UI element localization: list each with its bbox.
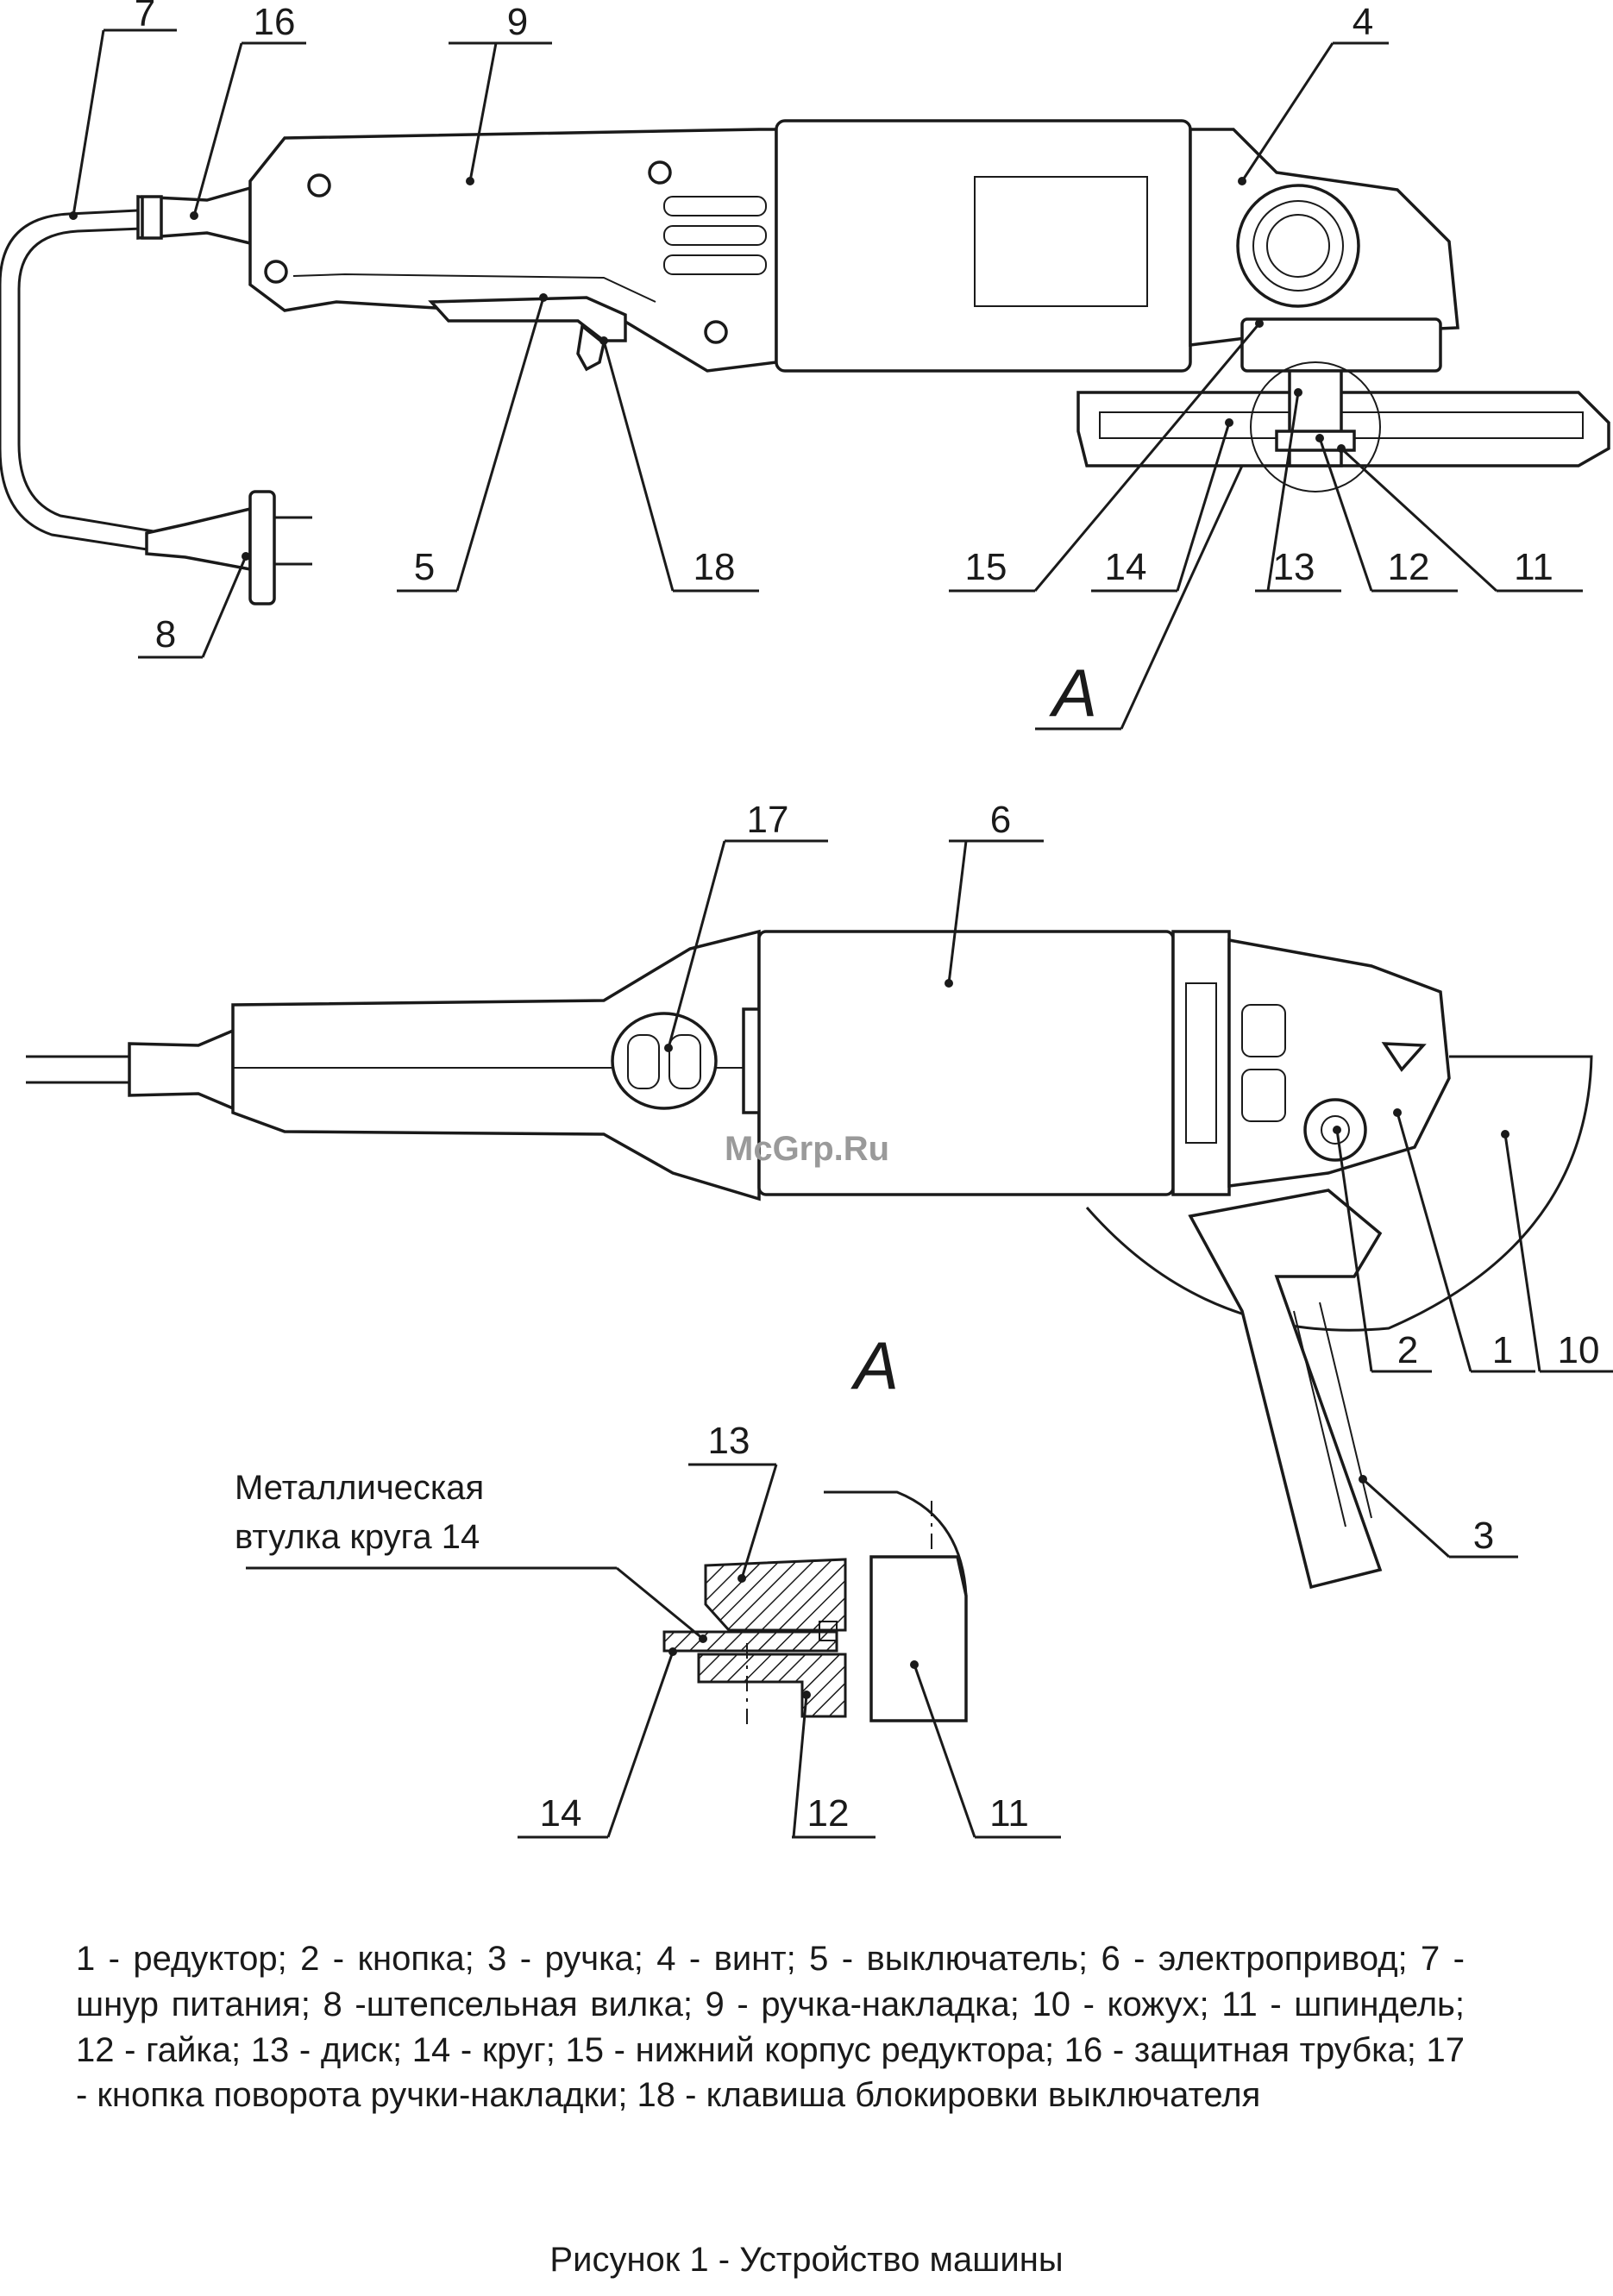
- legend: 1 - редуктор; 2 - кнопка; 3 - ручка; 4 -…: [76, 1940, 1465, 2115]
- rear-handle: [231, 929, 761, 1201]
- plug: [145, 490, 312, 605]
- figure-caption: Рисунок 1 - Устройство машины: [549, 2241, 1064, 2279]
- detail-note-line-1: Металлическая: [235, 1469, 484, 1507]
- callout-12: 12: [1388, 546, 1430, 588]
- guard: [1085, 1055, 1593, 1332]
- view-mark-a-top: A: [1049, 655, 1097, 731]
- lower-gearbox-body: [1240, 317, 1442, 373]
- side-handle: [1188, 1189, 1383, 1590]
- callout-17: 17: [747, 799, 789, 841]
- section-disc: [704, 1558, 847, 1632]
- callout-14-detail: 14: [540, 1792, 582, 1835]
- handle-pad: [248, 128, 778, 373]
- gearbox-top: [1227, 938, 1451, 1188]
- vents: [663, 196, 767, 275]
- section-wheel: [662, 1630, 838, 1653]
- side-view: [0, 119, 1610, 731]
- callout-11-detail: 11: [989, 1792, 1029, 1835]
- callout-7: 7: [135, 0, 155, 35]
- callout-12-detail: 12: [807, 1792, 850, 1835]
- callout-2: 2: [1397, 1329, 1418, 1371]
- power-cord: [0, 205, 208, 554]
- section-detail: [662, 1490, 968, 1725]
- callout-16: 16: [254, 1, 296, 43]
- leaders-middle: [664, 839, 1613, 1559]
- callout-13-detail: 13: [708, 1420, 750, 1462]
- callout-1: 1: [1492, 1329, 1513, 1371]
- callout-15: 15: [965, 546, 1007, 588]
- rotation-button: [611, 1012, 718, 1110]
- callout-14: 14: [1105, 546, 1147, 588]
- callout-8: 8: [155, 613, 176, 656]
- callout-13: 13: [1273, 546, 1315, 588]
- watermark: McGrp.Ru: [725, 1130, 889, 1168]
- callout-4: 4: [1353, 1, 1373, 43]
- callout-6: 6: [990, 799, 1011, 841]
- callout-5: 5: [414, 546, 435, 588]
- view-mark-a-section: A: [850, 1327, 899, 1403]
- section-nut: [697, 1653, 847, 1718]
- motor-housing: [775, 119, 1192, 373]
- detail-note-line-2: втулка круга 14: [235, 1518, 480, 1556]
- callout-11: 11: [1514, 546, 1553, 588]
- switch: [428, 296, 627, 342]
- callout-18: 18: [694, 546, 736, 588]
- callout-9: 9: [507, 1, 528, 43]
- grinding-wheel: [1076, 391, 1610, 467]
- callout-10: 10: [1558, 1329, 1600, 1371]
- top-view: [26, 929, 1593, 1590]
- leaders-detail: [246, 1463, 1061, 1839]
- leaders-top: [69, 28, 1583, 659]
- callout-3: 3: [1473, 1515, 1494, 1557]
